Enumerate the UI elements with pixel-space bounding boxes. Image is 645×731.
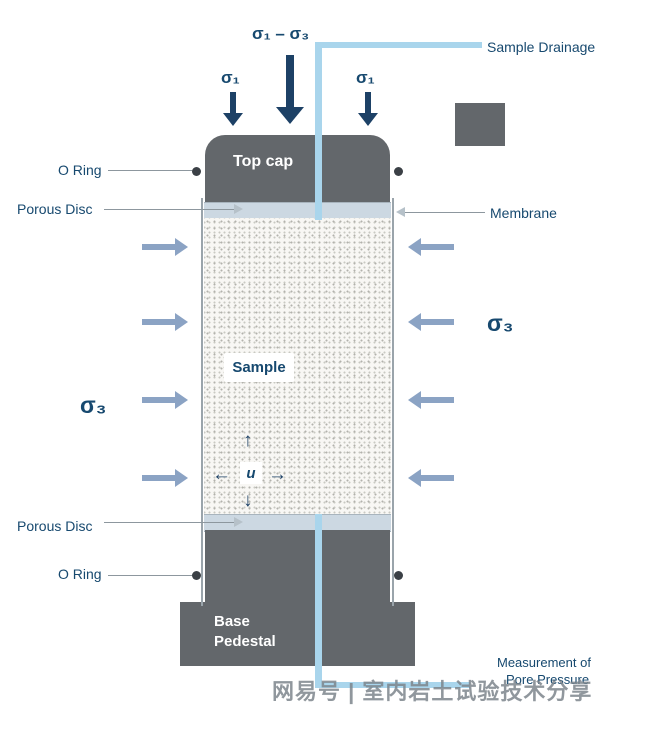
porous-disc-label-top: Porous Disc bbox=[17, 201, 93, 217]
deviator-stress-arrow bbox=[276, 55, 304, 127]
leader-porous-top bbox=[104, 209, 234, 210]
top-cap-label: Top cap bbox=[233, 153, 294, 170]
leader-porous-bottom bbox=[104, 522, 234, 523]
watermark-text: 网易号 | 室内岩土试验技术分享 bbox=[272, 679, 593, 704]
membrane-right-line bbox=[392, 198, 394, 606]
confining-arrow-right-3 bbox=[408, 391, 454, 409]
drainage-tube-top-vertical bbox=[315, 42, 322, 220]
gray-block bbox=[455, 103, 505, 146]
sigma3-label-right: σ₃ bbox=[487, 310, 514, 336]
drainage-tube-bottom-vertical bbox=[315, 514, 322, 688]
confining-arrow-left-4 bbox=[142, 469, 188, 487]
sigma1-arrow-left bbox=[223, 92, 243, 129]
confining-arrow-right-2 bbox=[408, 313, 454, 331]
leader-o-ring-bottom bbox=[108, 575, 192, 576]
sigma1-label-left: σ₁ bbox=[221, 68, 240, 87]
confining-arrow-right-1 bbox=[408, 238, 454, 256]
pore-pressure-arrow-left: ← bbox=[212, 464, 231, 485]
o-ring-bottom-left bbox=[192, 571, 201, 580]
base-column bbox=[205, 530, 390, 602]
deviator-stress-label: σ₁ – σ₃ bbox=[252, 24, 310, 43]
leader-o-ring-top bbox=[108, 170, 192, 171]
leader-membrane-arrowhead bbox=[396, 207, 405, 217]
pore-pressure-arrow-up: ↑ bbox=[243, 430, 253, 451]
confining-arrow-right-4 bbox=[408, 469, 454, 487]
membrane-label: Membrane bbox=[490, 205, 557, 221]
sigma3-label-left: σ₃ bbox=[80, 392, 107, 418]
sigma1-arrow-right bbox=[358, 92, 378, 129]
o-ring-label-bottom: O Ring bbox=[58, 566, 102, 582]
sample-drainage-label: Sample Drainage bbox=[487, 39, 596, 55]
measurement-label-line1: Measurement of bbox=[497, 655, 591, 670]
sigma1-label-right: σ₁ bbox=[356, 68, 375, 87]
o-ring-top-left bbox=[192, 167, 201, 176]
sample-label: Sample bbox=[224, 353, 294, 382]
pore-pressure-arrow-down: ↓ bbox=[243, 490, 253, 511]
drainage-tube-top-horizontal bbox=[318, 42, 482, 48]
top-cap bbox=[205, 135, 390, 202]
pore-pressure-symbol: u bbox=[240, 462, 262, 484]
leader-membrane bbox=[405, 212, 485, 213]
base-pedestal bbox=[180, 602, 415, 666]
leader-porous-bottom-arrowhead bbox=[234, 517, 243, 527]
o-ring-bottom-right bbox=[394, 571, 403, 580]
leader-porous-top-arrowhead bbox=[234, 204, 243, 214]
o-ring-top-right bbox=[394, 167, 403, 176]
confining-arrow-left-1 bbox=[142, 238, 188, 256]
confining-arrow-left-3 bbox=[142, 391, 188, 409]
o-ring-label-top: O Ring bbox=[58, 162, 102, 178]
base-pedestal-label: Base Pedestal bbox=[214, 613, 276, 651]
membrane-left-line bbox=[201, 198, 203, 606]
pore-pressure-arrow-right: → bbox=[268, 464, 287, 485]
confining-arrow-left-2 bbox=[142, 313, 188, 331]
drainage-tube-bottom-horizontal bbox=[318, 682, 470, 688]
measurement-label-line2: Pore Pressure bbox=[506, 672, 590, 687]
porous-disc-label-bottom: Porous Disc bbox=[17, 518, 93, 534]
